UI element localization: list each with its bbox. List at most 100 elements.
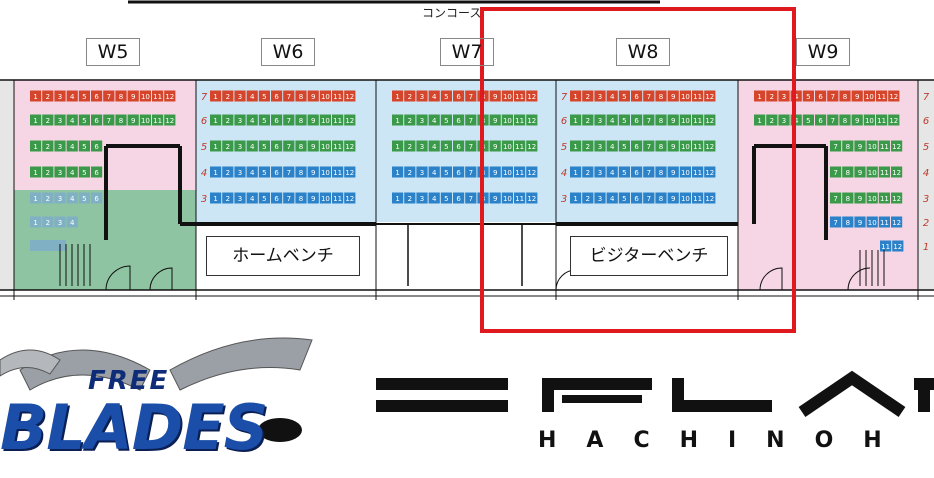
door-arc: [759, 267, 783, 291]
w5-seat-number: 7: [107, 93, 111, 101]
w8-seat: [618, 114, 630, 126]
w9-seat-number: 12: [893, 243, 902, 251]
w9-seat: [827, 114, 839, 126]
w8-seat: [655, 140, 667, 152]
w7-seat: [416, 140, 428, 152]
w8-seat-number: 11: [693, 169, 702, 177]
w9-seat: [766, 114, 778, 126]
concourse-label: コンコース: [422, 6, 482, 20]
w9-seat-number: 10: [868, 219, 877, 227]
w5-seat-number: 2: [46, 93, 50, 101]
w7-seat: [526, 140, 538, 152]
w5-seat: [30, 240, 66, 251]
w5-seat-number: 12: [165, 117, 174, 125]
flat-wordmark-icon: [376, 370, 934, 417]
w6-seat: [295, 114, 307, 126]
w6-seat: [258, 140, 270, 152]
w8-seat-number: 11: [693, 117, 702, 125]
w6-seat-number: 2: [226, 169, 230, 177]
w6-seat-number: 5: [262, 169, 266, 177]
w6-seat: [210, 140, 222, 152]
w7-seat-number: 5: [444, 93, 448, 101]
w8-seat: [631, 140, 643, 152]
w6-seat: [332, 90, 344, 102]
w6-seat-number: 5: [262, 195, 266, 203]
w7-seat-number: 10: [503, 93, 512, 101]
w6-seat: [295, 140, 307, 152]
w6-seat: [246, 166, 258, 178]
w8-seat-number: 12: [705, 143, 714, 151]
w6-seat-number: 12: [345, 93, 354, 101]
w8-row-label: 6: [561, 116, 567, 127]
w6-seat: [271, 90, 283, 102]
w6-seat: [319, 166, 331, 178]
w6-seat: [344, 140, 356, 152]
w6-seat: [307, 166, 319, 178]
w9-seat: [880, 240, 892, 252]
w7-seat: [465, 192, 477, 204]
w6-seat: [234, 114, 246, 126]
w7-seat: [501, 90, 513, 102]
w6-seat-number: 2: [226, 117, 230, 125]
w7-seat: [489, 114, 501, 126]
w7-seat: [404, 114, 416, 126]
w8-seat-number: 3: [598, 195, 602, 203]
w7-seat-number: 2: [408, 93, 412, 101]
w6-seat: [246, 140, 258, 152]
w9-seat: [754, 114, 766, 126]
w7-seat-number: 1: [395, 169, 399, 177]
w8-seat: [667, 192, 679, 204]
w6-seat-number: 6: [274, 169, 279, 177]
w9-seat-number: 12: [889, 93, 898, 101]
w6-seat-number: 2: [226, 93, 230, 101]
w8-seat-number: 6: [634, 195, 639, 203]
w5-seat-number: 11: [153, 93, 162, 101]
w7-seat-number: 1: [395, 143, 399, 151]
w8-seat-number: 4: [610, 169, 615, 177]
w6-seat: [307, 140, 319, 152]
w5-seat-number: 3: [58, 117, 62, 125]
w9-seat-number: 9: [855, 117, 859, 125]
w8-seat: [582, 166, 594, 178]
w8-seat-number: 7: [647, 143, 651, 151]
w7-seat: [392, 166, 404, 178]
w6-row-label: 5: [201, 142, 207, 153]
w8-seat-number: 8: [659, 117, 663, 125]
w5-seat-number: 5: [82, 93, 86, 101]
w6-seat: [234, 166, 246, 178]
w5-seat-number: 5: [82, 143, 86, 151]
w6-seat-number: 1: [213, 117, 217, 125]
w9-seat: [815, 114, 827, 126]
w7-seat-number: 3: [420, 169, 424, 177]
w6-seat-number: 4: [250, 93, 255, 101]
section-label-w6: W6: [261, 38, 315, 66]
w9-seat: [854, 140, 866, 152]
w6-seat: [210, 166, 222, 178]
w7-seat-number: 1: [395, 93, 399, 101]
w9-seat-number: 11: [877, 93, 886, 101]
w9-seat-number: 12: [892, 195, 901, 203]
w8-seat-number: 4: [610, 117, 615, 125]
w8-row-label: 5: [561, 142, 567, 153]
w9-seat: [778, 114, 790, 126]
w6-seat-number: 5: [262, 93, 266, 101]
w7-seat-number: 7: [469, 143, 473, 151]
w7-seat-number: 2: [408, 169, 412, 177]
w5-seat: [66, 216, 78, 228]
w6-seat-number: 6: [274, 143, 279, 151]
w9-seat-number: 12: [892, 143, 901, 151]
w8-seat: [631, 114, 643, 126]
w8-seat: [582, 90, 594, 102]
w5-seat: [78, 192, 90, 204]
flat-logo: HACHINOH: [372, 366, 934, 474]
w6-seat: [332, 140, 344, 152]
w7-seat-number: 12: [527, 117, 536, 125]
w7-seat-number: 11: [515, 195, 524, 203]
w6-seat-number: 8: [299, 143, 303, 151]
w9-seat: [866, 192, 878, 204]
w6-seat: [283, 114, 295, 126]
w5-seat: [66, 114, 78, 126]
w5-seat: [127, 114, 139, 126]
w6-seat: [271, 192, 283, 204]
w5-seat: [139, 90, 151, 102]
